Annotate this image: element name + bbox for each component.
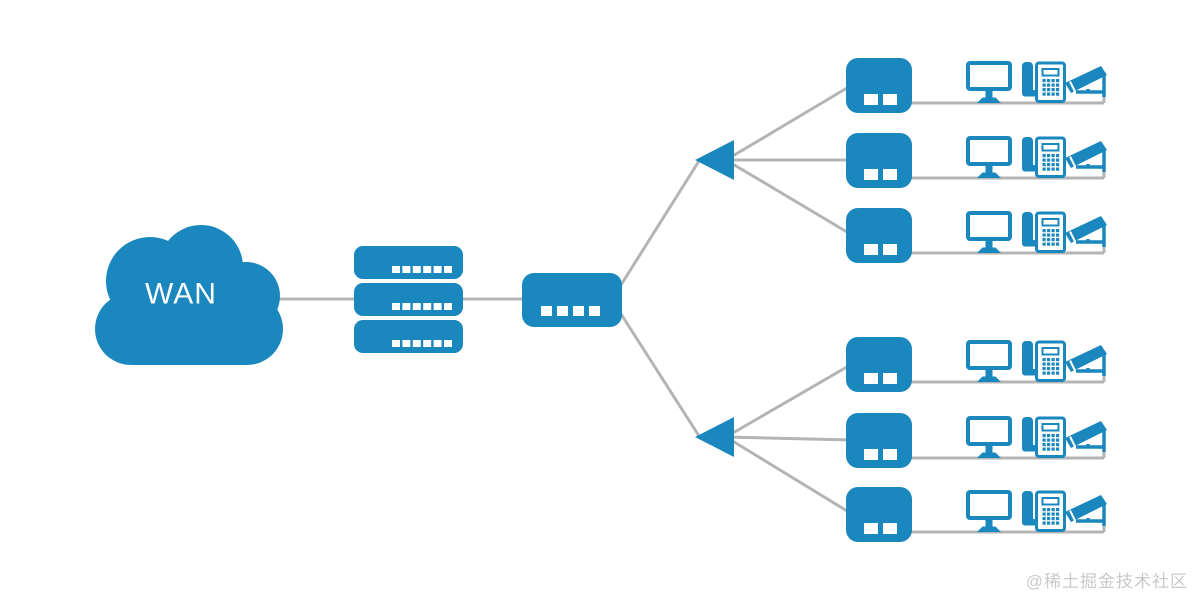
- access-switch-icon: [846, 58, 912, 113]
- access-switch-icon: [846, 208, 912, 263]
- security-camera-icon: [1063, 214, 1109, 249]
- triangle-arrow-icon: [695, 140, 734, 180]
- row-bus-line: [908, 370, 1106, 384]
- connector-core-to-distribution-2: [612, 302, 701, 437]
- server-unit: [354, 246, 463, 279]
- monitor-icon: [966, 136, 1012, 180]
- monitor-icon: [966, 61, 1012, 105]
- wan-label: WAN: [145, 278, 217, 311]
- access-switch-icon: [846, 487, 912, 542]
- access-switch-icon: [846, 337, 912, 392]
- connector-core-to-distribution-1: [612, 160, 701, 297]
- monitor-icon: [966, 416, 1012, 460]
- monitor-icon: [966, 211, 1012, 255]
- server-unit: [354, 320, 463, 353]
- security-camera-icon: [1063, 64, 1109, 99]
- row-bus-line: [908, 446, 1106, 460]
- access-row: [846, 208, 1109, 263]
- security-camera-icon: [1063, 343, 1109, 378]
- connector-lines: [268, 83, 853, 516]
- ip-phone-icon: [1020, 135, 1066, 178]
- security-camera-icon: [1063, 139, 1109, 174]
- access-row: [846, 487, 1109, 542]
- access-row: [846, 337, 1109, 392]
- security-camera-icon: [1063, 493, 1109, 528]
- access-switch-icon: [846, 133, 912, 188]
- ip-phone-icon: [1020, 210, 1066, 253]
- core-switch-icon: [522, 273, 622, 327]
- access-row: [846, 413, 1109, 468]
- monitor-icon: [966, 340, 1012, 384]
- monitor-icon: [966, 490, 1012, 534]
- row-bus-line: [908, 91, 1106, 105]
- connector-fan-line: [725, 362, 853, 439]
- security-camera-icon: [1063, 419, 1109, 454]
- server-stack-icon: [354, 246, 463, 353]
- access-row: [846, 58, 1109, 113]
- wan-cloud-icon: WAN: [95, 225, 283, 365]
- connector-fan-line: [725, 83, 853, 162]
- ip-phone-icon: [1020, 60, 1066, 103]
- triangle-arrow-icon: [695, 417, 734, 457]
- row-bus-line: [908, 166, 1106, 180]
- ip-phone-icon: [1020, 339, 1066, 382]
- row-bus-line: [908, 241, 1106, 255]
- row-bus-line: [908, 520, 1106, 534]
- server-unit: [354, 283, 463, 316]
- connector-fan-line: [725, 435, 853, 516]
- ip-phone-icon: [1020, 415, 1066, 458]
- access-row: [846, 133, 1109, 188]
- ip-phone-icon: [1020, 489, 1066, 532]
- access-switch-icon: [846, 413, 912, 468]
- connector-fan-line: [725, 435, 853, 442]
- watermark-text: @稀土掘金技术社区: [1025, 572, 1188, 591]
- connector-fan-line: [725, 158, 853, 237]
